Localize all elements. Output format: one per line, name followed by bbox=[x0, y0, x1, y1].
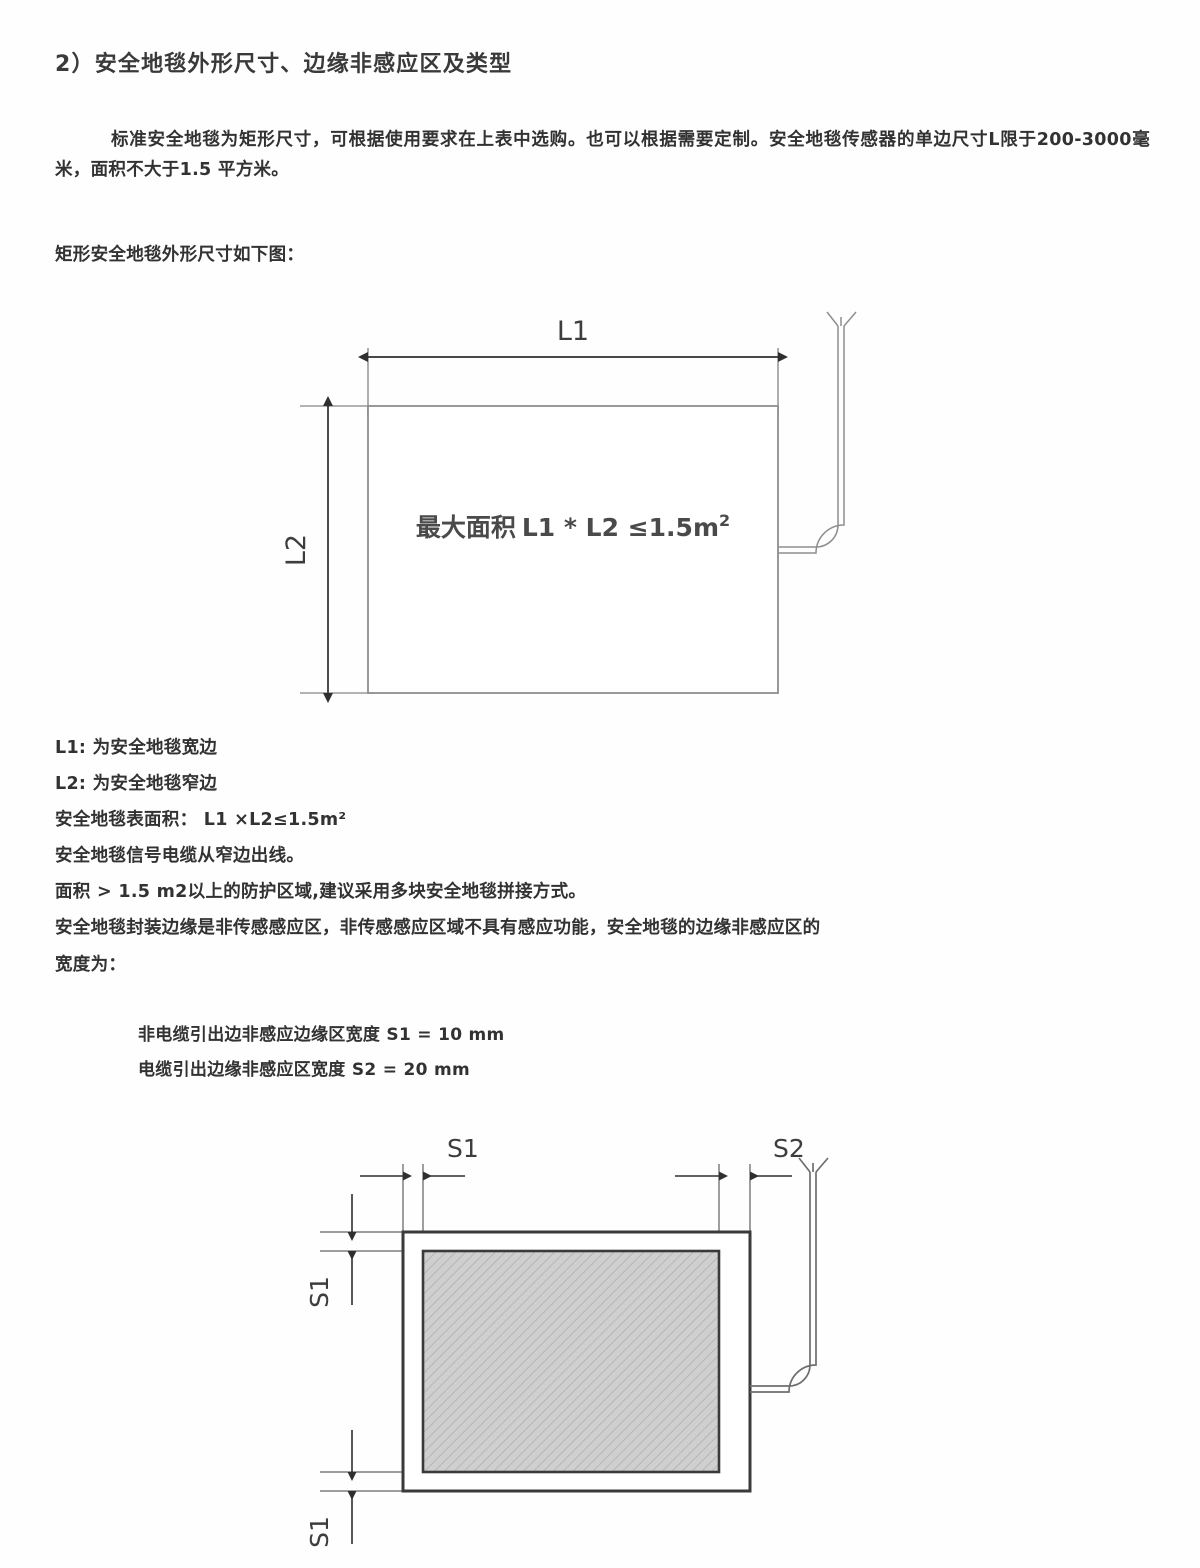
edge-width-spec-list: 非电缆引出边非感应边缘区宽度 S1 = 10 mm 电缆引出边缘非感应区宽度 S… bbox=[138, 1018, 505, 1088]
cable-wire-right bbox=[843, 311, 857, 327]
figure-caption-line: 矩形安全地毯外形尺寸如下图： bbox=[55, 245, 305, 265]
spec-line-large-area: 面积 > 1.5 m2以上的防护区域,建议采用多块安全地毯拼接方式。 bbox=[55, 882, 587, 902]
dimension-label-s1-left-lower: S1 bbox=[305, 1516, 334, 1548]
spec-line-cable-exit: 安全地毯信号电缆从窄边出线。 bbox=[55, 846, 305, 866]
spec-line-list: L1: 为安全地毯宽边 L2: 为安全地毯窄边 安全地毯表面积： L1 ×L2≤… bbox=[55, 730, 1115, 984]
spec-line-non-sensing-2: 宽度为： bbox=[55, 955, 127, 975]
dimension-label-s1-left-upper: S1 bbox=[305, 1276, 334, 1308]
spec-line-L2: L2: 为安全地毯窄边 bbox=[55, 774, 218, 794]
mat-area-label-sup: 2 bbox=[719, 511, 730, 530]
cable-wire-left bbox=[826, 311, 839, 327]
dimension-label-s1-top: S1 bbox=[447, 1134, 479, 1163]
cable-wire-left bbox=[798, 1157, 811, 1173]
main-paragraph: 标准安全地毯为矩形尺寸，可根据使用要求在上表中选购。也可以根据需要定制。安全地毯… bbox=[55, 130, 1150, 180]
edge-width-spec-s1: 非电缆引出边非感应边缘区宽度 S1 = 10 mm bbox=[138, 1025, 505, 1045]
dimension-label-L1: L1 bbox=[557, 316, 589, 347]
page-heading: 2）安全地毯外形尺寸、边缘非感应区及类型 bbox=[55, 52, 513, 77]
signal-cable bbox=[778, 311, 857, 554]
spec-line-surface-area: 安全地毯表面积： L1 ×L2≤1.5m² bbox=[55, 810, 347, 830]
dimension-label-L2: L2 bbox=[281, 534, 312, 566]
signal-cable bbox=[750, 1157, 829, 1393]
spec-line-L1: L1: 为安全地毯宽边 bbox=[55, 738, 218, 758]
mat-area-label-formula: L1 * L2 ≤1.5m bbox=[522, 513, 719, 542]
edge-width-spec-s2: 电缆引出边缘非感应区宽度 S2 = 20 mm bbox=[138, 1060, 470, 1080]
mat-rectangle bbox=[367, 405, 779, 694]
figure-non-sensing-edges: S1 S2 S1 S1 bbox=[300, 1120, 920, 1550]
cable-wire-right bbox=[815, 1157, 829, 1173]
mat-area-label-cn: 最大面积 bbox=[416, 513, 516, 542]
hatched-sensing-area bbox=[421, 1249, 721, 1474]
spec-line-non-sensing-1: 安全地毯封装边缘是非传感感应区，非传感感应区域不具有感应功能，安全地毯的边缘非感… bbox=[55, 918, 821, 938]
